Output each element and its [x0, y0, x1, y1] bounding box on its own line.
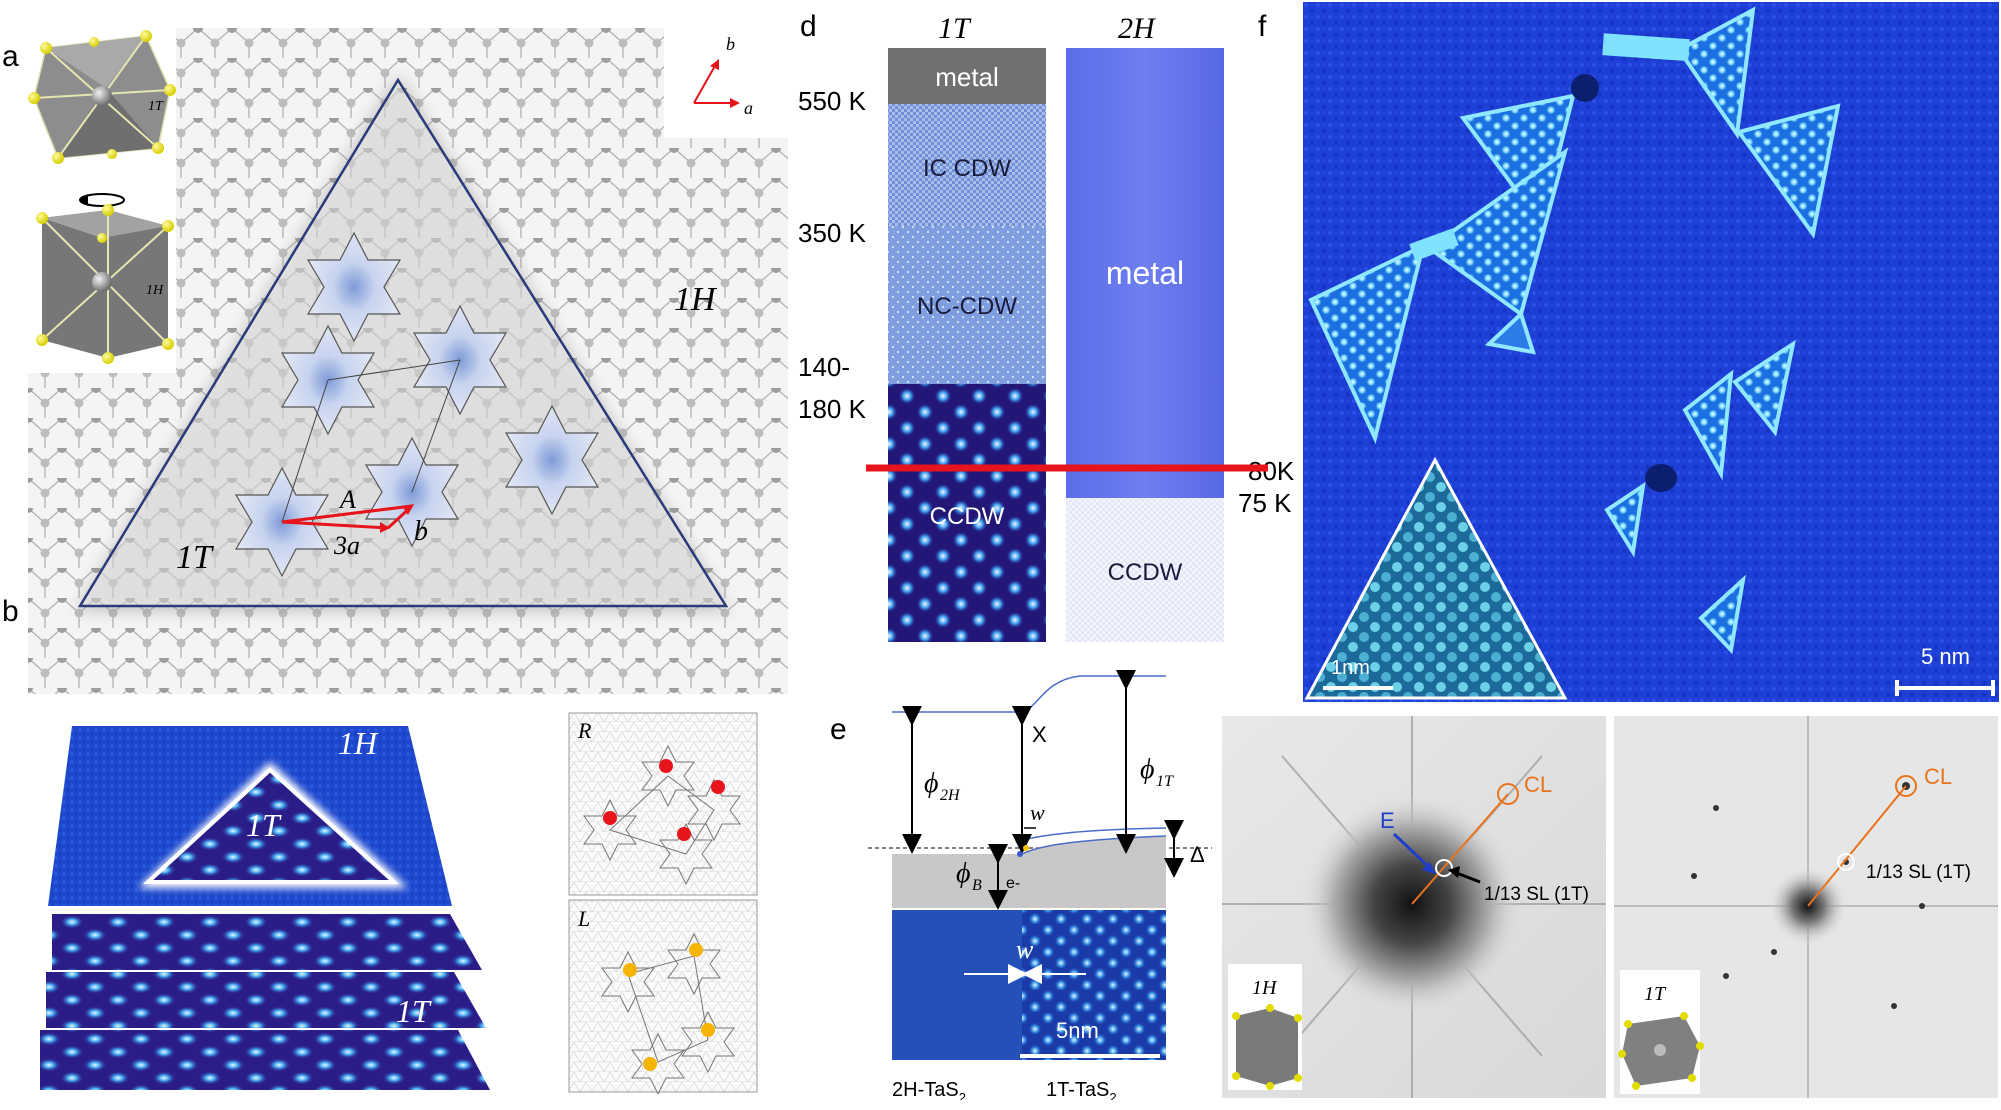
svg-text:metal: metal [935, 62, 999, 92]
svg-text:1H: 1H [1252, 977, 1278, 999]
svg-text:NC-CDW: NC-CDW [917, 293, 1017, 320]
1T-triangle [1735, 103, 1841, 239]
svg-text:2H: 2H [940, 787, 961, 804]
panel-label-e: e [830, 713, 847, 746]
inset-scale-label: 1nm [1331, 657, 1370, 679]
svg-text:CL: CL [1924, 764, 1952, 789]
1T-triangle [1484, 310, 1536, 355]
trigonal-prism-1H-icon: 1H [1228, 964, 1302, 1090]
panel-g-fft: CL E 1/13 SL (1T) 1H [1222, 716, 1606, 1098]
svg-text:ϕ: ϕ [956, 858, 971, 889]
phase-metal-1T [888, 48, 1046, 104]
label-2H-TaS2: 2H-TaS2 [892, 1079, 966, 1100]
svg-text:CL: CL [1524, 772, 1552, 797]
label-b-1T-triangle: 1T [246, 807, 282, 843]
svg-text:1/13 SL (1T): 1/13 SL (1T) [1866, 862, 1971, 883]
label-b-1T-stack: 1T [396, 993, 432, 1029]
1T-triangle [1425, 147, 1569, 318]
svg-text:metal: metal [1106, 255, 1184, 291]
phase-ccdw-2H [1066, 498, 1224, 642]
label-region-1H: 1H [674, 281, 718, 318]
panel-e-band-diagram: ϕ 2H ϕ 1T ϕ B X w Δ e- w 5nm 2H-TaS2 1T-… [868, 670, 1212, 1100]
svg-text:5nm: 5nm [1056, 1018, 1099, 1043]
1T-triangle [1732, 339, 1796, 437]
phase-ccdw-1T [888, 384, 1046, 642]
svg-text:1T: 1T [1156, 773, 1174, 790]
octahedron-1T-icon: 1T [28, 30, 176, 164]
svg-text:1/13 SL (1T): 1/13 SL (1T) [1484, 884, 1589, 905]
panel-label-b: b [2, 595, 19, 628]
svg-text:CCDW: CCDW [1108, 559, 1183, 586]
column-2H-title: 2H [1118, 12, 1157, 45]
svg-text:1H: 1H [146, 283, 164, 298]
panel-c-chirality-figure: R L [568, 712, 758, 1094]
svg-text:CCDW: CCDW [930, 503, 1005, 530]
svg-text:IC CDW: IC CDW [923, 155, 1011, 182]
panel-label-d: d [800, 10, 817, 43]
temp-140: 140- [798, 352, 850, 382]
panel-f-stm-image: 1nm 5 nm [1303, 2, 1999, 702]
phase-ic-cdw [888, 104, 1046, 226]
axes-icon [693, 63, 734, 104]
temp-550: 550 K [798, 86, 867, 116]
svg-text:ϕ: ϕ [1140, 754, 1155, 785]
1T-triangle [1604, 481, 1646, 558]
phase-nc-cdw [888, 226, 1046, 384]
label-b-1H: 1H [338, 725, 379, 761]
panel-label-f: f [1258, 10, 1267, 43]
temp-180: 180 K [798, 394, 867, 424]
axis-b-label: b [726, 34, 735, 54]
panel-a-lattice-figure: A b 3a 1T 1H 1T 1H [28, 28, 788, 694]
label-1T-TaS2: 1T-TaS2 [1046, 1079, 1117, 1100]
label-vector-b: b [414, 516, 428, 547]
atomic-inset-triangle [1304, 456, 1568, 700]
1T-triangle [1682, 369, 1734, 481]
phase-metal-2H [1066, 48, 1224, 498]
panel-h-fft: CL 1/13 SL (1T) 1T [1614, 716, 1998, 1098]
star-of-david [504, 404, 600, 516]
stm-interface-image [892, 910, 1022, 1060]
scale-label: 5 nm [1921, 644, 1970, 669]
panel-label-a: a [2, 40, 19, 73]
1T-triangle [1308, 242, 1426, 444]
label-vector-3a: 3a [333, 531, 360, 560]
panel-b-stack-figure: 1H 1T 1T [40, 725, 490, 1090]
svg-text:1T: 1T [148, 99, 164, 114]
svg-text:e-: e- [1006, 875, 1020, 892]
svg-text:E: E [1380, 808, 1395, 833]
svg-text:w: w [1030, 800, 1045, 825]
temp-75: 75 K [1238, 488, 1292, 518]
svg-text:ϕ: ϕ [924, 768, 939, 799]
axis-a-label: a [744, 98, 753, 118]
temp-350: 350 K [798, 218, 867, 248]
svg-text:X: X [1032, 722, 1047, 747]
svg-text:w: w [1016, 935, 1034, 964]
label-region-1T: 1T [176, 539, 214, 576]
trigonal-prism-1H-icon: 1H [36, 204, 174, 364]
label-c-R: R [577, 718, 592, 743]
svg-text:B: B [972, 877, 982, 894]
star-of-david [306, 231, 402, 343]
panel-d-phase-diagram: 1T 2H metal IC CDW NC-CDW CCDW metal CCD… [798, 12, 1295, 642]
1T-triangle [1698, 574, 1746, 655]
octahedron-1T-icon: 1T [1618, 970, 1704, 1094]
column-1T-title: 1T [938, 12, 972, 45]
label-vector-A: A [338, 485, 356, 514]
svg-text:1T: 1T [1644, 983, 1667, 1005]
label-c-L: L [577, 906, 590, 931]
svg-text:Δ: Δ [1190, 842, 1205, 867]
1T-triangle [1676, 6, 1756, 140]
